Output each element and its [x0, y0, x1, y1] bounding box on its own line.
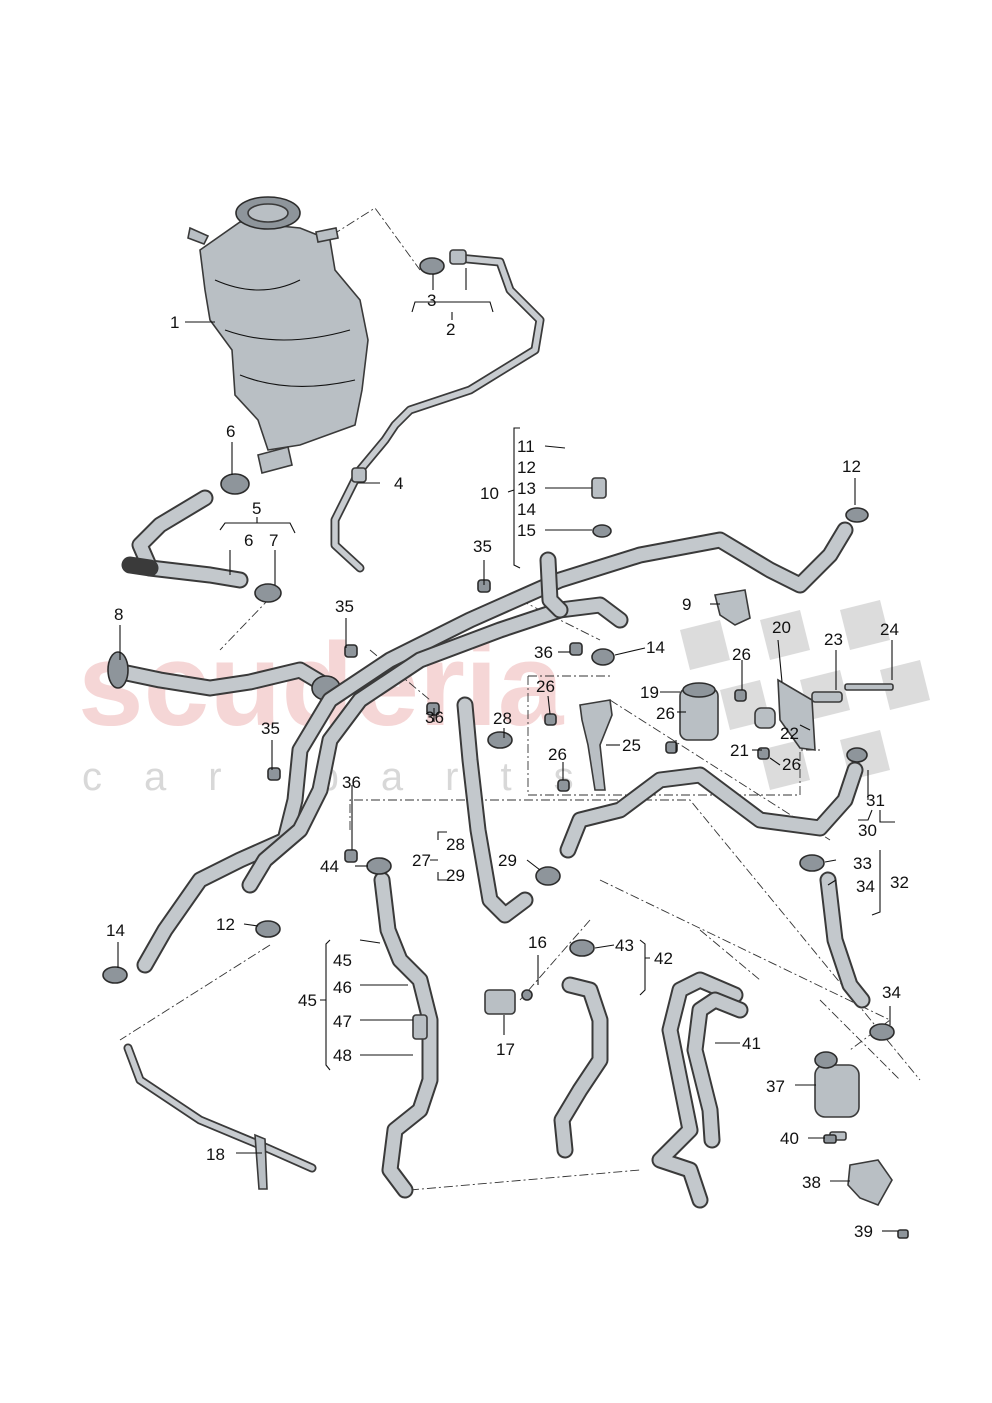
- callout-48: 48: [333, 1046, 352, 1065]
- callout-25: 25: [622, 736, 641, 755]
- hose-assembly-42: [553, 976, 609, 1159]
- callout-19: 19: [640, 683, 659, 702]
- right-hose-30: [559, 761, 864, 859]
- callout-34a: 34: [856, 877, 875, 896]
- pump-37: [814, 1051, 893, 1206]
- callout-6b: 6: [244, 531, 253, 550]
- vent-pipe: [330, 249, 545, 573]
- callout-32: 32: [890, 873, 909, 892]
- callout-45a: 44: [320, 857, 339, 876]
- callout-38: 38: [802, 1173, 821, 1192]
- sensor-13: [591, 477, 612, 538]
- pump-hose-34: [819, 871, 871, 1009]
- large-coolant-hose: [107, 651, 341, 701]
- callout-43: 43: [615, 936, 634, 955]
- callout-2: 2: [446, 320, 455, 339]
- callout-26b: 26: [536, 677, 555, 696]
- callout-26c: 26: [656, 704, 675, 723]
- callout-41: 41: [742, 1034, 761, 1053]
- callout-12: 12: [517, 458, 536, 477]
- callout-5: 5: [252, 499, 261, 518]
- callout-27: 27: [412, 851, 431, 870]
- callout-22: 22: [780, 724, 799, 743]
- clamps: [102, 507, 895, 1041]
- callout-7: 7: [269, 531, 278, 550]
- hose-assembly-41: [651, 971, 749, 1209]
- callout-20: 20: [772, 618, 791, 637]
- callout-30: 30: [858, 821, 877, 840]
- callout-36a: 36: [534, 643, 553, 662]
- callout-16: 16: [528, 933, 547, 952]
- callout-29b: 29: [498, 851, 517, 870]
- return-hose-27: [456, 696, 534, 924]
- callout-17: 17: [496, 1040, 515, 1059]
- callout-26e: 26: [782, 755, 801, 774]
- callout-9: 9: [682, 595, 691, 614]
- callout-labels: 1 2 3 4 5 6 6 7 8 9 10 11 12 13 14 15 12…: [106, 291, 909, 1241]
- callout-8: 8: [114, 605, 123, 624]
- callout-35c: 35: [261, 719, 280, 738]
- callout-14c: 14: [106, 921, 125, 940]
- clamp-3: [419, 257, 445, 275]
- callout-23: 23: [824, 630, 843, 649]
- callout-12c: 12: [216, 915, 235, 934]
- callout-26a: 26: [732, 645, 751, 664]
- callout-35a: 35: [473, 537, 492, 556]
- main-coolant-pipes: [136, 521, 854, 974]
- callout-12b: 12: [842, 457, 861, 476]
- bolts: [267, 579, 909, 1239]
- y-hose-assembly: [121, 473, 282, 603]
- callout-44: 45: [298, 991, 317, 1010]
- bracket-25: [579, 699, 613, 791]
- callout-3: 3: [427, 291, 436, 310]
- hose-assembly-44: [373, 871, 439, 1199]
- callout-26d: 26: [548, 745, 567, 764]
- leader-lines: [117, 268, 898, 1232]
- callout-14: 14: [517, 500, 536, 519]
- callout-47: 47: [333, 1012, 352, 1031]
- callout-28a: 28: [446, 835, 465, 854]
- callout-35b: 35: [335, 597, 354, 616]
- sensor-47: [412, 1014, 428, 1040]
- callout-36b: 36: [425, 708, 444, 727]
- callout-46: 46: [333, 978, 352, 997]
- callout-11: 11: [517, 437, 535, 456]
- callout-39: 39: [854, 1222, 873, 1241]
- callout-42: 42: [654, 949, 673, 968]
- callout-15: 15: [517, 521, 536, 540]
- valve-assembly-19: [679, 678, 894, 751]
- callout-10: 10: [480, 484, 499, 503]
- callout-4: 4: [394, 474, 403, 493]
- callout-28b: 28: [493, 709, 512, 728]
- callout-36c: 36: [342, 773, 361, 792]
- callout-31: 31: [866, 791, 885, 810]
- pipe-18: [123, 1043, 317, 1190]
- callout-18: 18: [206, 1145, 225, 1164]
- callout-37: 37: [766, 1077, 785, 1096]
- sensor-17: [484, 989, 533, 1015]
- callout-21: 21: [730, 741, 749, 760]
- callout-40: 40: [780, 1129, 799, 1148]
- callout-29a: 29: [446, 866, 465, 885]
- callout-13: 13: [517, 479, 536, 498]
- callout-24: 24: [880, 620, 899, 639]
- callout-1: 1: [170, 313, 179, 332]
- callout-33: 33: [853, 854, 872, 873]
- callout-14b: 14: [646, 638, 665, 657]
- callout-6: 6: [226, 422, 235, 441]
- callout-45b: 45: [333, 951, 352, 970]
- callout-34b: 34: [882, 983, 901, 1002]
- bracket-9: [714, 589, 751, 626]
- coolant-expansion-tank: [187, 196, 369, 474]
